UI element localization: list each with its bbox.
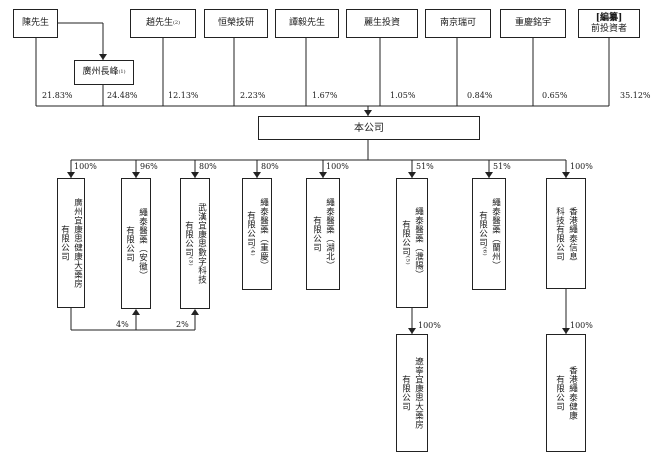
shareholder-name: 重慶銘宇	[514, 18, 551, 28]
subsidiary-puyang: 繩泰醫藥（濮陽） 有限公司⁽⁵⁾	[396, 178, 428, 308]
sub-pct: 100%	[74, 162, 97, 171]
pct-changfeng: 24.48%	[107, 91, 138, 100]
subsidiary-name-line: 有限公司⁽⁴⁾	[245, 211, 256, 257]
subsidiary-name-line: 科技有限公司	[554, 206, 565, 261]
subsidiary-name-line: 武漢宜康思數字科技	[196, 203, 207, 284]
shareholder-name: 南京瑞可	[439, 18, 476, 28]
subsidiary-lanzhou: 繩泰醫藥（蘭州） 有限公司⁽⁶⁾	[472, 178, 506, 290]
grandchild-name-line: 有限公司	[554, 375, 565, 411]
sub-pct: 51%	[493, 162, 511, 171]
subsidiary-name-line: 有限公司	[59, 225, 70, 261]
shareholder-name-line1: [編纂]	[595, 12, 623, 23]
subsidiary-name-line: 繩泰醫藥（濮陽）	[413, 207, 424, 279]
sub-pct: 80%	[199, 162, 217, 171]
grandchild-pct: 100%	[418, 321, 441, 330]
sub-pct: 100%	[570, 162, 593, 171]
shareholder-name: 譚毅先生	[288, 18, 325, 28]
grandchild-name-line: 有限公司	[400, 375, 411, 411]
shareholder-name: 趙先生	[145, 18, 173, 28]
pct-hengrong: 2.23%	[240, 91, 266, 100]
shareholder-zhao: 趙先生(2)	[130, 9, 196, 38]
grandchild-hk-health: 香港繩泰健康 有限公司	[546, 334, 586, 452]
pct-pre-investors: 35.12%	[620, 91, 651, 100]
grandchild-name-line: 遼寧宜康思大藥房	[413, 357, 424, 429]
sub-pct: 80%	[261, 162, 279, 171]
subsidiary-hk-info-tech: 香港繩泰信息 科技有限公司	[546, 178, 586, 289]
grandchild-pct: 100%	[570, 321, 593, 330]
shareholder-chongqing: 重慶銘宇	[500, 9, 566, 38]
shareholder-lisheng: 麗生投資	[346, 9, 418, 38]
pct-zhao: 12.13%	[168, 91, 199, 100]
shareholder-pre-investors: [編纂] 前投資者	[578, 9, 640, 38]
subsidiary-guangzhou-pharmacy: 廣州宜康思健康大藥房 有限公司	[57, 178, 85, 308]
pct-chen: 21.83%	[42, 91, 73, 100]
footnote-mark: (2)	[172, 20, 181, 26]
sub-pct: 100%	[326, 162, 349, 171]
subsidiary-name-line: 有限公司⁽⁶⁾	[477, 211, 488, 257]
intermediate-guangzhou-changfeng: 廣州長峰(1)	[74, 60, 134, 85]
grandchild-name-line: 香港繩泰健康	[567, 366, 578, 420]
pct-lisheng: 1.05%	[390, 91, 416, 100]
subsidiary-chongqing: 繩泰醫藥（重慶） 有限公司⁽⁴⁾	[242, 178, 272, 290]
subsidiary-name-line: 有限公司	[311, 216, 322, 252]
subsidiary-anhui: 繩泰醫藥（安徽） 有限公司	[121, 178, 151, 309]
subsidiary-wuhan-digital: 武漢宜康思數字科技 有限公司⁽³⁾	[180, 178, 210, 309]
pct-chongqing: 0.65%	[542, 91, 568, 100]
footnote-mark: (1)	[118, 69, 126, 75]
subsidiary-name-line: 有限公司	[124, 225, 135, 262]
shareholder-nanjing: 南京瑞可	[425, 9, 491, 38]
shareholder-name: 麗生投資	[363, 18, 400, 28]
shareholder-hengrong: 恒榮技研	[204, 9, 268, 38]
intermediate-name: 廣州長峰	[82, 67, 119, 77]
pct-tan: 1.67%	[312, 91, 338, 100]
cross-pct: 4%	[116, 320, 129, 329]
subsidiary-name-line: 繩泰醫藥（重慶）	[258, 198, 269, 270]
grandchild-liaoning-pharmacy: 遼寧宜康思大藥房 有限公司	[396, 334, 428, 452]
sub-pct: 51%	[416, 162, 434, 171]
shareholder-name-line2: 前投資者	[590, 23, 627, 34]
subsidiary-name-line: 有限公司⁽³⁾	[183, 220, 194, 267]
cross-pct: 2%	[176, 320, 189, 329]
company-box: 本公司	[258, 116, 480, 140]
company-name: 本公司	[354, 122, 384, 134]
subsidiary-name-line: 香港繩泰信息	[567, 206, 578, 261]
subsidiary-name-line: 廣州宜康思健康大藥房	[72, 198, 83, 288]
pct-nanjing: 0.84%	[467, 91, 493, 100]
sub-pct: 96%	[140, 162, 158, 171]
shareholder-tan: 譚毅先生	[275, 9, 339, 38]
subsidiary-name-line: 繩泰醫藥（湖北）	[324, 198, 335, 270]
shareholder-name: 恒榮技研	[217, 18, 254, 28]
subsidiary-name-line: 繩泰醫藥（蘭州）	[490, 198, 501, 270]
subsidiary-hubei: 繩泰醫藥（湖北） 有限公司	[306, 178, 340, 290]
shareholder-name: 陳先生	[21, 18, 49, 28]
subsidiary-name-line: 有限公司⁽⁵⁾	[400, 220, 411, 266]
subsidiary-name-line: 繩泰醫藥（安徽）	[137, 207, 148, 280]
shareholder-chen: 陳先生	[13, 9, 58, 38]
